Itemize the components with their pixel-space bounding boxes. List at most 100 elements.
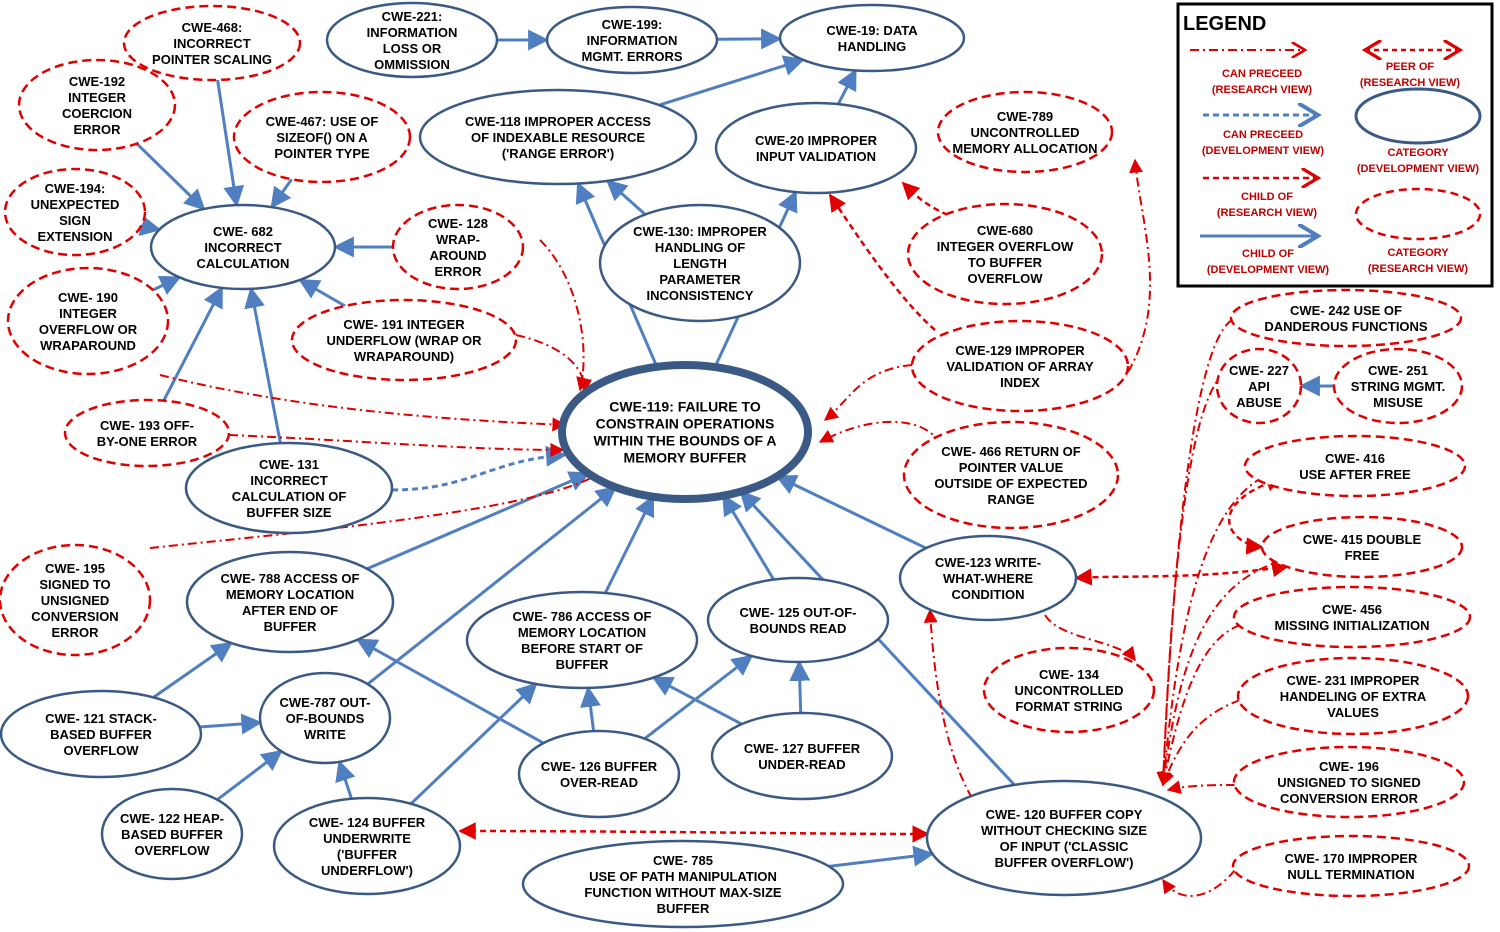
node-label-line: MISUSE bbox=[1373, 395, 1423, 410]
node-label-line: OF INDEXABLE RESOURCE bbox=[471, 130, 645, 145]
node-label-line: CWE-680 bbox=[977, 223, 1033, 238]
node-label-line: BUFFER bbox=[556, 657, 609, 672]
edge-cwe121-to-cwe788 bbox=[152, 641, 233, 699]
node-cwe125[interactable]: CWE- 125 OUT-OF-BOUNDS READ bbox=[706, 576, 890, 664]
node-cwe680-shape bbox=[906, 202, 1104, 306]
node-label-line: EXTENSION bbox=[37, 229, 112, 244]
node-label-line: CWE-467: USE OF bbox=[266, 114, 379, 129]
edge-cwe415-to-cwe123 bbox=[1074, 559, 1290, 586]
node-label-line: UNCONTROLLED bbox=[1014, 683, 1123, 698]
edge-cwe190-to-cwe119 bbox=[159, 374, 567, 432]
node-label-line: BUFFER OVERFLOW') bbox=[995, 855, 1134, 870]
node-label-line: CONSTRAIN OPERATIONS bbox=[596, 416, 775, 432]
node-label-line: VALIDATION OF ARRAY bbox=[946, 359, 1094, 374]
node-cwe121-shape bbox=[0, 689, 203, 779]
node-cwe127-shape bbox=[710, 711, 894, 801]
node-cwe124[interactable]: CWE- 124 BUFFERUNDERWRITE('BUFFERUNDERFL… bbox=[272, 796, 462, 896]
node-label-line: FORMAT STRING bbox=[1015, 699, 1122, 714]
edge-cwe129-to-cwe789 bbox=[1127, 158, 1151, 373]
node-label-line: CWE-130: IMPROPER bbox=[633, 224, 767, 239]
node-label-line: CWE- 126 BUFFER bbox=[541, 759, 658, 774]
node-cwe193[interactable]: CWE- 193 OFF-BY-ONE ERROR bbox=[63, 398, 231, 468]
node-label-line: CWE- 242 USE OF bbox=[1290, 303, 1402, 318]
edge-cwe456-to-cwe120 bbox=[1158, 624, 1241, 787]
node-label-line: INCONSISTENCY bbox=[647, 288, 754, 303]
node-label-line: CWE-192 bbox=[69, 74, 125, 89]
node-label-line: AFTER END OF bbox=[242, 603, 338, 618]
node-label-line: POINTER VALUE bbox=[959, 460, 1064, 475]
node-cwe788-shape bbox=[185, 550, 395, 654]
node-cwe192-shape bbox=[17, 58, 177, 152]
node-label-line: CWE-194: bbox=[45, 181, 106, 196]
node-label-line: CWE- 682 bbox=[213, 224, 273, 239]
legend-label-peer-of-research: (RESEARCH VIEW) bbox=[1360, 77, 1461, 89]
edge-cwe466-to-cwe119 bbox=[818, 420, 941, 446]
node-label-line: CWE-118 IMPROPER ACCESS bbox=[465, 114, 651, 129]
node-label-line: USE OF PATH MANIPULATION bbox=[589, 869, 777, 884]
node-label-line: BOUNDS READ bbox=[750, 621, 847, 636]
node-label-line: CWE-468: bbox=[182, 20, 243, 35]
node-label-line: WITHOUT CHECKING SIZE bbox=[981, 823, 1147, 838]
node-cwe242-shape bbox=[1229, 288, 1463, 348]
node-label-line: CWE-221: bbox=[382, 9, 443, 24]
node-label-line: CWE- 122 HEAP- bbox=[120, 811, 224, 826]
node-label-line: WRITE bbox=[304, 727, 346, 742]
node-label-line: BASED BUFFER bbox=[121, 827, 223, 842]
node-label-line: CWE-119: FAILURE TO bbox=[609, 399, 761, 415]
node-label-line: CALCULATION bbox=[197, 256, 290, 271]
edge-cwe131-to-cwe119 bbox=[391, 445, 568, 492]
node-label-line: SIGNED TO bbox=[39, 577, 110, 592]
node-label-line: CWE- 170 IMPROPER bbox=[1285, 851, 1419, 866]
node-label-line: PARAMETER bbox=[659, 272, 741, 287]
legend-label-child-of-development: (DEVELOPMENT VIEW) bbox=[1207, 264, 1330, 276]
edge-cwe126-to-cwe788 bbox=[355, 638, 545, 745]
legend-label-child-of-research: CHILD OF bbox=[1241, 191, 1293, 203]
node-cwe130-shape bbox=[598, 203, 802, 323]
node-label-line: CWE-199: bbox=[602, 17, 663, 32]
node-label-line: LOSS OR bbox=[383, 41, 442, 56]
legend-label-category-development: CATEGORY bbox=[1387, 147, 1449, 159]
node-cwe128-shape bbox=[391, 203, 525, 291]
